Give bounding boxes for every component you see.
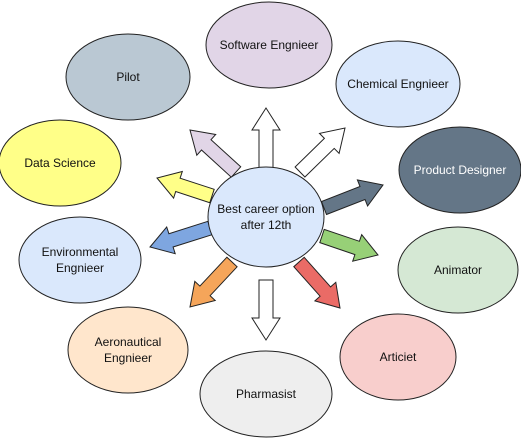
software-engineer-label: Software Engnieer [220, 38, 319, 52]
environmental-engineer-ellipse [18, 216, 142, 304]
arrow-to-animator [319, 228, 379, 262]
node-animator: Animator [397, 226, 519, 314]
animator-ellipse [397, 226, 519, 314]
node-data-science: Data Science [0, 119, 122, 207]
arrow-to-pharmasist [251, 279, 281, 341]
center-label: after 12th [241, 218, 292, 232]
chemical-engineer-label: Chemical Engnieer [347, 77, 448, 91]
arrow-to-articiet [293, 256, 341, 309]
product-designer-ellipse [398, 126, 521, 214]
arrow-to-software-engineer [251, 107, 281, 169]
arrow-to-data-science [156, 170, 215, 204]
center-node: Best career option after 12th [207, 166, 325, 268]
arrow-to-environmental-engineer [149, 220, 213, 255]
pharmasist-ellipse [199, 350, 333, 438]
node-pilot: Pilot [65, 33, 191, 121]
chemical-engineer-ellipse [335, 40, 461, 128]
aeronautical-engineer-ellipse [67, 306, 189, 394]
articiet-ellipse [339, 313, 457, 401]
node-pharmasist: Pharmasist [199, 350, 333, 438]
node-product-designer: Product Designer [398, 126, 521, 214]
data-science-ellipse [0, 119, 122, 207]
environmental-engineer-label: Engnieer [56, 261, 104, 275]
aeronautical-engineer-label: Aeronautical [95, 335, 162, 349]
center-ellipse [207, 166, 325, 268]
node-articiet: Articiet [339, 313, 457, 401]
arrow-to-chemical-engineer [294, 127, 346, 178]
arrow-to-aeronautical-engineer [189, 256, 238, 308]
arrow-to-pilot [189, 129, 242, 178]
pilot-ellipse [65, 33, 191, 121]
animator-label: Animator [434, 263, 482, 277]
pharmasist-label: Pharmasist [236, 387, 297, 401]
aeronautical-engineer-label: Engnieer [104, 351, 152, 365]
node-chemical-engineer: Chemical Engnieer [335, 40, 461, 128]
product-designer-label: Product Designer [414, 163, 507, 177]
arrows-layer [149, 107, 384, 341]
node-software-engineer: Software Engnieer [205, 1, 333, 89]
data-science-label: Data Science [24, 156, 96, 170]
pilot-label: Pilot [116, 70, 140, 84]
software-engineer-ellipse [205, 1, 333, 89]
articiet-label: Articiet [380, 350, 417, 364]
arrow-to-product-designer [320, 179, 384, 216]
environmental-engineer-label: Environmental [42, 245, 119, 259]
center-label: Best career option [217, 202, 314, 216]
